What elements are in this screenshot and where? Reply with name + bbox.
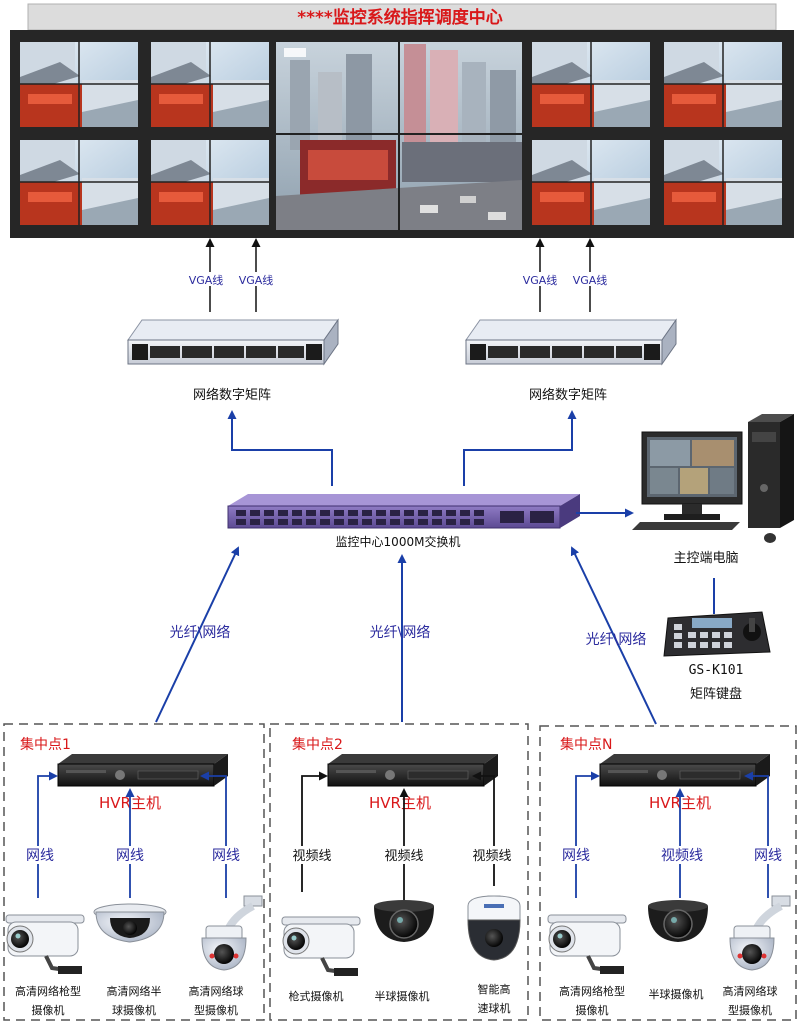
speed-dome-icon [202, 896, 262, 970]
camera-label: 高清网络球 [723, 984, 778, 998]
wall-screen [531, 41, 651, 128]
camera-label: 枪式摄像机 [289, 989, 344, 1003]
cluster-n: 集中点N HVR主机 网线 视频线 网线 高清网络枪型 摄像机 半球摄像机 高清… [546, 736, 790, 1017]
cluster-2: 集中点2 HVR主机 视频线 视频线 视频线 枪式摄像机 半球摄像机 智能高 速… [280, 736, 521, 1015]
camera-label: 高清网络枪型 [559, 984, 625, 998]
camera-label: 摄像机 [32, 1003, 65, 1017]
vga-label: VGA线 [573, 273, 608, 287]
wall-screen [663, 139, 783, 226]
center-city-screen [276, 42, 522, 230]
control-pc [632, 414, 794, 543]
link-label: 网线 [754, 848, 782, 864]
link-label: 视频线 [472, 849, 511, 864]
matrix-label: 网络数字矩阵 [193, 387, 271, 403]
keyboard-model: GS-K101 [689, 663, 744, 678]
matrix-label: 网络数字矩阵 [529, 387, 607, 403]
fiber-label: 光纤\网络 [170, 625, 231, 641]
camera-label: 高清网络球 [189, 984, 244, 998]
wall-screen [150, 41, 270, 128]
vga-label: VGA线 [189, 273, 224, 287]
bullet-camera-icon [4, 913, 86, 976]
camera-label: 高清网络半 [107, 984, 162, 998]
hvr-host [327, 753, 499, 787]
switch-to-matrix-links [227, 410, 577, 486]
fiber-uplinks [155, 546, 657, 725]
cluster-name: 集中点2 [292, 736, 343, 753]
fiber-label: 光纤\网络 [370, 625, 431, 641]
network-digital-matrix [465, 319, 677, 365]
camera-label: 型摄像机 [194, 1003, 238, 1017]
link-label: 网线 [26, 848, 54, 864]
hvr-host [599, 753, 771, 787]
dome-camera-icon [93, 903, 167, 943]
page-title: ****监控系统指挥调度中心 [297, 7, 503, 28]
cluster-name: 集中点1 [20, 736, 71, 753]
hvr-host [57, 753, 229, 787]
camera-label: 速球机 [478, 1001, 511, 1015]
wall-screen [19, 139, 139, 226]
vga-cables: VGA线 VGA线 VGA线 VGA线 [184, 238, 612, 312]
wall-screen [19, 41, 139, 128]
link-label: 视频线 [384, 849, 423, 864]
matrix-keyboard [663, 611, 771, 657]
core-switch [227, 494, 580, 529]
link-label: 网线 [562, 848, 590, 864]
speed-dome-icon [467, 895, 521, 961]
camera-label: 摄像机 [576, 1003, 609, 1017]
keyboard-label: 矩阵键盘 [690, 686, 742, 702]
switch-label: 监控中心1000M交换机 [336, 534, 461, 549]
camera-label: 型摄像机 [728, 1003, 772, 1017]
hvr-label: HVR主机 [369, 794, 431, 812]
fiber-label: 光纤\网络 [586, 632, 647, 648]
video-wall [10, 30, 794, 238]
camera-label: 高清网络枪型 [15, 984, 81, 998]
camera-label: 半球摄像机 [375, 989, 430, 1003]
wall-screen [663, 41, 783, 128]
camera-label: 半球摄像机 [649, 987, 704, 1001]
bullet-camera-icon [546, 913, 628, 976]
network-digital-matrix [127, 319, 339, 365]
wall-screen [150, 139, 270, 226]
pc-label: 主控端电脑 [673, 551, 738, 566]
cluster-1: 集中点1 HVR主机 网线 网线 网线 高清网络枪型 摄像机 高清网络半 球摄像… [4, 736, 262, 1017]
link-label: 视频线 [292, 849, 331, 864]
link-label: 网线 [212, 848, 240, 864]
cluster-boxes [3, 723, 797, 1021]
speed-dome-icon [730, 896, 790, 970]
vga-label: VGA线 [239, 273, 274, 287]
bullet-camera-icon [280, 915, 362, 978]
vga-label: VGA线 [523, 273, 558, 287]
link-label: 网线 [116, 848, 144, 864]
cluster-name: 集中点N [560, 736, 612, 753]
wall-screen [531, 139, 651, 226]
dome-camera-icon [647, 899, 709, 943]
link-label: 视频线 [661, 848, 703, 864]
camera-label: 球摄像机 [112, 1003, 156, 1017]
dome-camera-icon [373, 899, 435, 943]
camera-label: 智能高 [478, 982, 511, 996]
title-bar [27, 3, 777, 31]
